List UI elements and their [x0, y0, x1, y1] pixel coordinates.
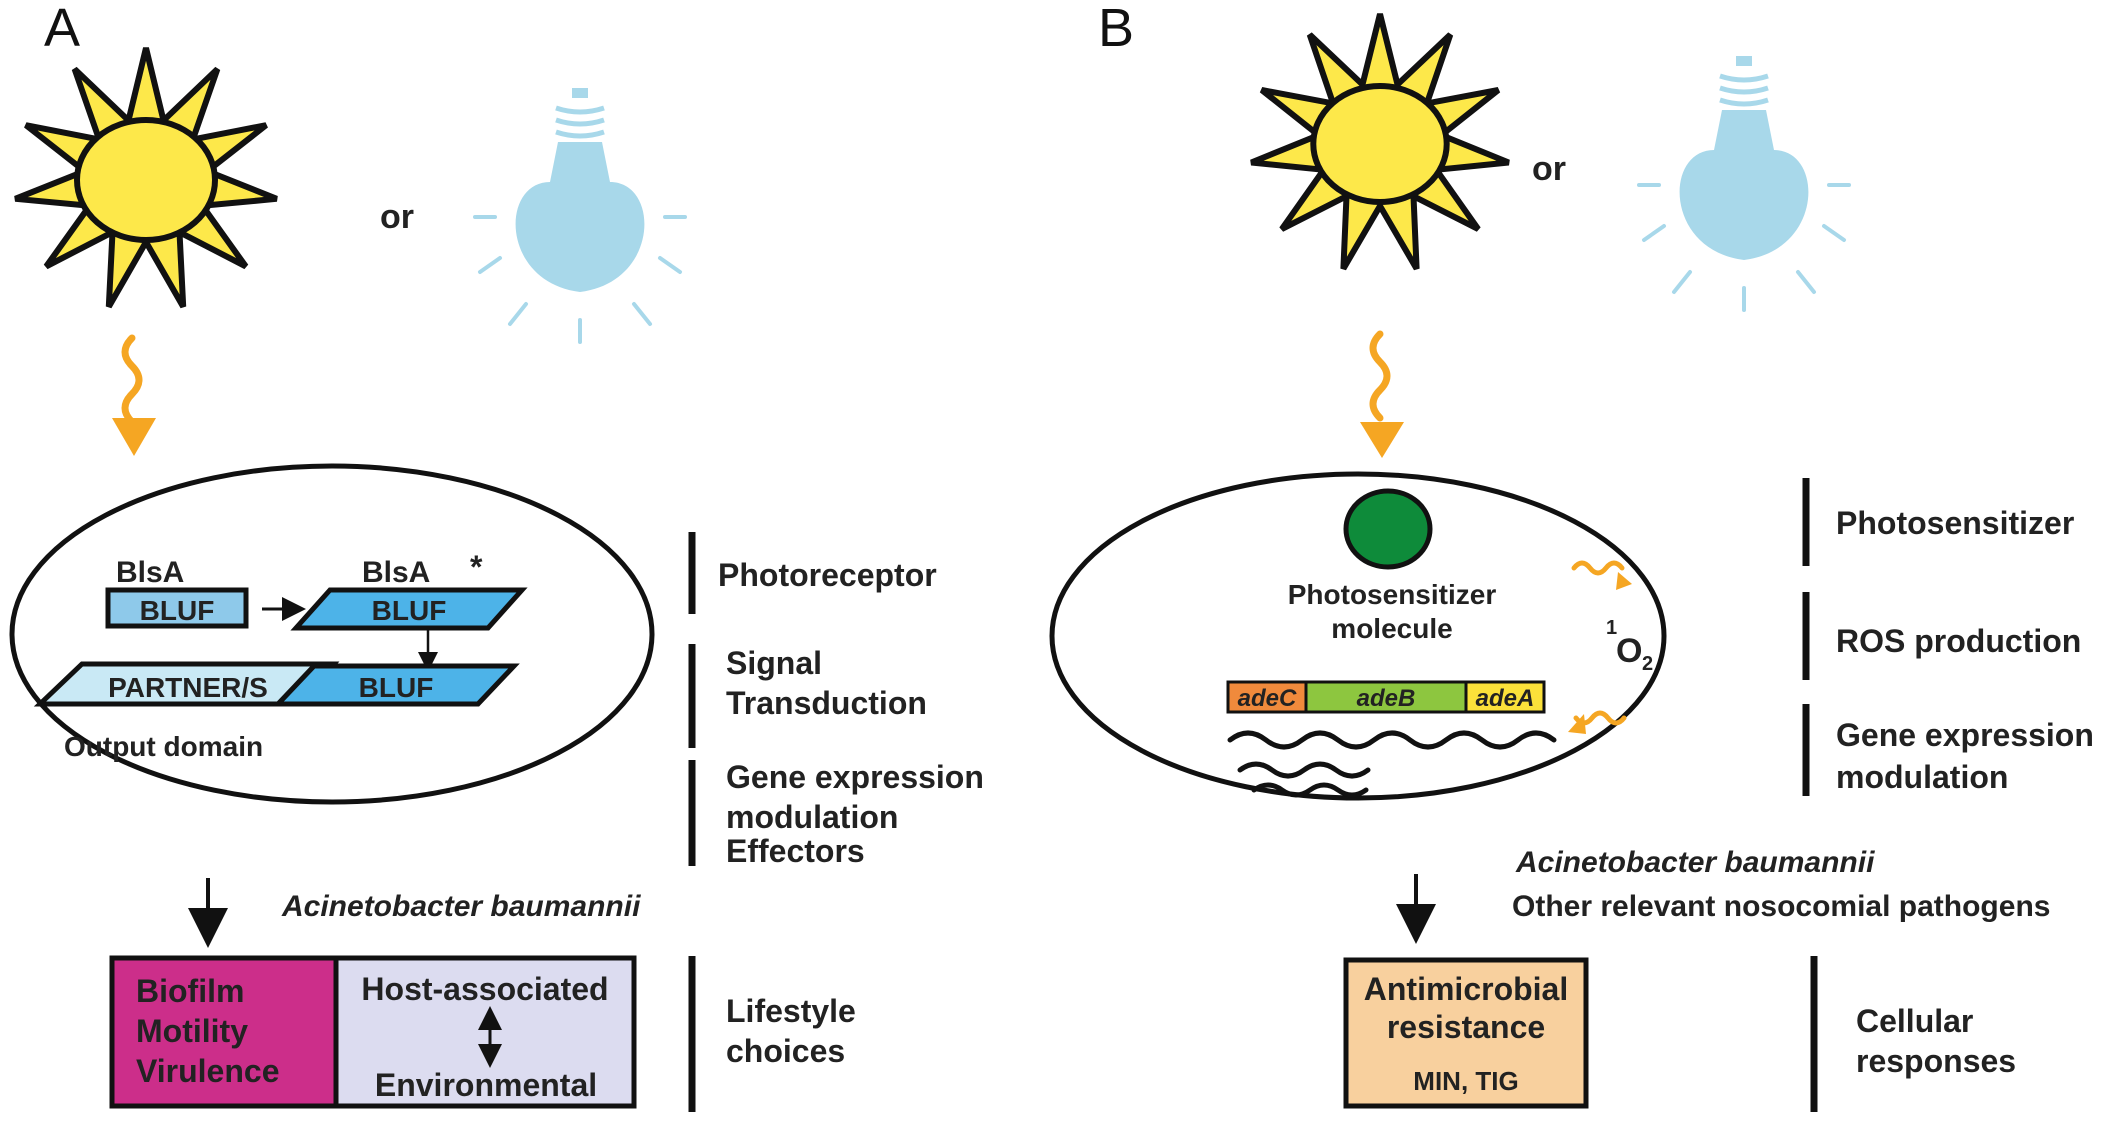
- panel-a-letter: A: [44, 0, 80, 58]
- sun-icon: [14, 47, 278, 309]
- bluf-box-2: [290, 587, 528, 631]
- bluf-label-1: BLUF: [140, 595, 215, 626]
- level-a-3-line-2: modulation: [726, 799, 898, 835]
- light-bulb-icon: [1637, 56, 1851, 312]
- level-b-4-line-2: responses: [1856, 1043, 2016, 1079]
- host-associated-label: Host-associated: [361, 971, 608, 1007]
- photosensitizer-line-2: molecule: [1331, 613, 1452, 644]
- blsa-label: BlsA: [116, 556, 184, 589]
- panel-a: A or BlsA BLUF BlsA * BLUF PARTNER/S BLU…: [9, 0, 984, 1112]
- gene-label-adeA: adeA: [1476, 685, 1535, 712]
- cell-ellipse-b: [1049, 471, 1667, 801]
- resistance-drugs: MIN, TIG: [1413, 1066, 1518, 1096]
- gene-label-adeB: adeB: [1357, 685, 1416, 712]
- panel-b: B or Photosensitizer molecule 1 O 2 adeC…: [1049, 0, 2094, 1112]
- light-bulb-icon: [473, 88, 687, 344]
- level-a-4-line-1: Lifestyle: [726, 993, 856, 1029]
- or-label-b: or: [1532, 150, 1566, 188]
- light-wave-arrow-icon: [112, 334, 156, 456]
- photosensitizer-line-1: Photosensitizer: [1288, 579, 1497, 610]
- environmental-label: Environmental: [375, 1067, 597, 1103]
- gene-box-adeA: [1464, 680, 1546, 714]
- mrna-wave-icon: [1227, 730, 1557, 798]
- organism-label-a: Acinetobacter baumannii: [281, 890, 641, 923]
- level-a-2-line-1: Signal: [726, 645, 822, 681]
- resistance-line-1: Antimicrobial: [1364, 971, 1568, 1007]
- singlet-oxygen-o: O: [1616, 632, 1642, 670]
- level-a-1-line-1: Photoreceptor: [718, 557, 937, 593]
- output-domain-label: Output domain: [64, 731, 263, 762]
- level-a-4-line-2: choices: [726, 1033, 845, 1069]
- singlet-oxygen-sup: 1: [1606, 617, 1617, 639]
- phenotype-line-1: Biofilm: [136, 973, 244, 1009]
- other-pathogens-label: Other relevant nosocomial pathogens: [1512, 890, 2050, 923]
- level-b-4-line-1: Cellular: [1856, 1003, 1973, 1039]
- ros-squiggle-icon: [1568, 710, 1627, 734]
- resistance-box: [1343, 957, 1589, 1109]
- panel-b-letter: B: [1098, 0, 1134, 58]
- level-a-2-line-2: Transduction: [726, 685, 927, 721]
- bluf-box-3: [272, 663, 520, 707]
- level-b-1-line-1: Photosensitizer: [1836, 505, 2074, 541]
- bluf-label-3: BLUF: [359, 672, 434, 703]
- organism-label-b: Acinetobacter baumannii: [1515, 846, 1875, 879]
- sun-icon: [1250, 13, 1510, 271]
- level-b-3-line-2: modulation: [1836, 759, 2008, 795]
- light-wave-arrow-icon: [1360, 330, 1404, 458]
- ros-squiggle-icon: [1571, 560, 1632, 590]
- blsa-asterisk: *: [470, 549, 483, 585]
- resistance-line-2: resistance: [1387, 1009, 1545, 1045]
- photosensitizer-molecule-icon: [1343, 488, 1433, 570]
- or-label-a: or: [380, 198, 414, 236]
- level-a-3-line-1: Gene expression: [726, 759, 984, 795]
- blsa-active-label: BlsA: [362, 556, 430, 589]
- level-a-3-line-3: Effectors: [726, 833, 865, 869]
- gene-label-adeC: adeC: [1238, 685, 1297, 712]
- cell-ellipse-a: [9, 463, 655, 805]
- singlet-oxygen-sub: 2: [1642, 653, 1653, 675]
- level-b-2-line-1: ROS production: [1836, 623, 2081, 659]
- level-b-3-line-1: Gene expression: [1836, 717, 2094, 753]
- bluf-label-2: BLUF: [372, 595, 447, 626]
- gene-box-adeB: [1304, 680, 1468, 714]
- phenotype-box: [109, 955, 339, 1109]
- partner-label: PARTNER/S: [108, 672, 268, 703]
- phenotype-line-2: Motility: [136, 1013, 248, 1049]
- bluf-box-1: [105, 587, 249, 629]
- phenotype-line-3: Virulence: [136, 1053, 279, 1089]
